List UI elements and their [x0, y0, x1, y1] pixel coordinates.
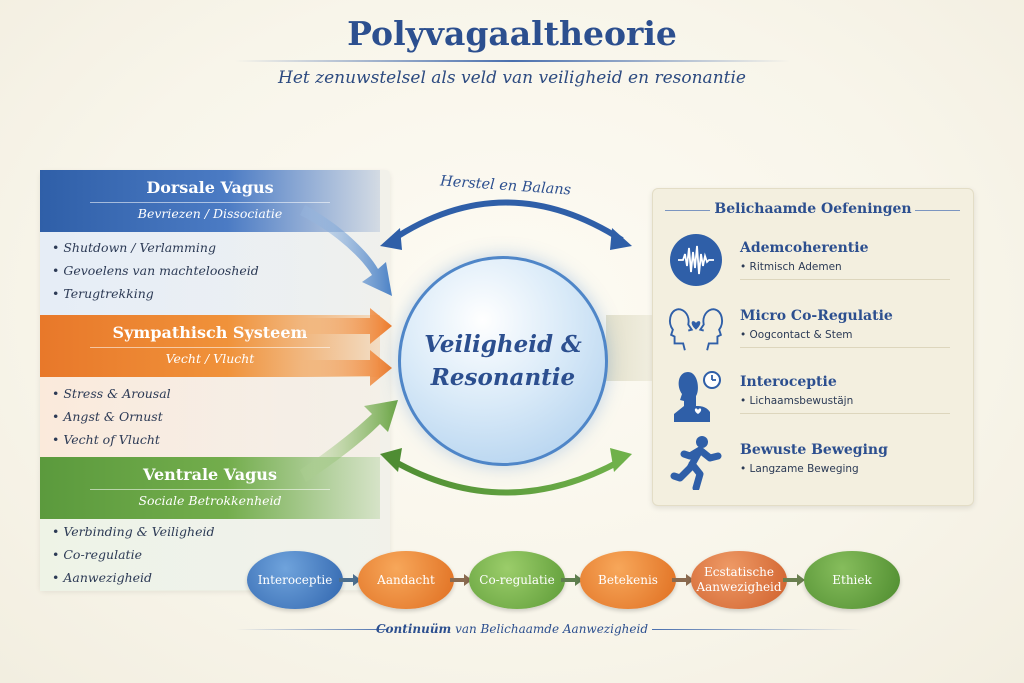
exercise-name: Bewuste Beweging — [740, 442, 888, 458]
continuum-node: Aandacht — [358, 551, 454, 609]
page-subtitle: Het zenuwstelsel als veld van veiligheid… — [278, 68, 746, 88]
list-item: • Aanwezigheid — [52, 570, 153, 585]
exercise-desc: • Langzame Beweging — [740, 463, 859, 475]
panel-connector — [606, 315, 654, 381]
list-item: • Vecht of Vlucht — [52, 432, 160, 447]
balance-arc-top-right-head — [610, 228, 632, 250]
continuum-node: Interoceptie — [247, 551, 343, 609]
dorsal-vagus-header: Dorsale Vagus Bevriezen / Dissociatie — [40, 170, 380, 232]
ventral-vagus-subtitle: Sociale Betrokkenheid — [90, 489, 330, 508]
ventral-arrow — [300, 400, 398, 482]
continuum-node: Ethiek — [804, 551, 900, 609]
sympathetic-system-list: • Stress & Arousal • Angst & Ornust • Ve… — [52, 382, 342, 458]
walking-person-icon — [670, 436, 722, 490]
list-item: • Shutdown / Verlamming — [52, 240, 216, 255]
balance-arc-top — [390, 199, 624, 243]
exercises-title: Belichaamde Oefeningen — [714, 201, 912, 217]
exercise-divider — [740, 413, 950, 414]
center-label: Veiligheid &Resonantie — [424, 331, 582, 391]
exercises-title-rule-right — [915, 210, 960, 211]
exercise-divider — [740, 347, 950, 348]
ventral-vagus-list: • Verbinding & Veiligheid • Co-regulatie… — [52, 520, 215, 589]
exercise-item: Ademcoherentie • Ritmisch Ademen — [666, 232, 966, 292]
continuum-label: Continuüm van Belichaamde Aanwezigheid — [376, 622, 648, 636]
dorsal-section-bg — [40, 232, 380, 315]
list-item: • Angst & Ornust — [52, 409, 163, 424]
sympathetic-system-subtitle: Vecht / Vlucht — [90, 347, 330, 366]
exercise-item: Bewuste Beweging • Langzame Beweging — [666, 434, 966, 494]
exercise-name: Interoceptie — [740, 374, 837, 390]
balance-arc-top-left-head — [380, 228, 402, 250]
two-faces-heart-icon — [669, 308, 723, 351]
continuum-node: Betekenis — [580, 551, 676, 609]
list-item: • Verbinding & Veiligheid — [52, 524, 215, 539]
breath-wave-icon — [670, 234, 722, 286]
dorsal-vagus-subtitle: Bevriezen / Dissociatie — [90, 202, 330, 221]
dorsal-vagus-title: Dorsale Vagus — [146, 178, 274, 197]
continuum-arrow-icon — [783, 574, 805, 586]
ventral-vagus-title: Ventrale Vagus — [143, 465, 277, 484]
title-divider — [235, 60, 790, 62]
continuum-arrow-icon — [561, 574, 583, 586]
continuum-arrow-icon — [450, 574, 472, 586]
continuum-arrow-icon — [339, 574, 361, 586]
safety-resonance-circle: Veiligheid &Resonantie — [398, 256, 608, 466]
exercises-title-rule-left — [665, 210, 710, 211]
sympathetic-system-title: Sympathisch Systeem — [112, 323, 308, 342]
exercise-item: Interoceptie • Lichaamsbewustäjn — [666, 366, 966, 426]
continuum-rule-right — [652, 629, 862, 630]
continuum-rule-left — [236, 629, 386, 630]
page-title: Polyvagaaltheorie — [347, 14, 677, 53]
continuum-arrow-icon — [672, 574, 694, 586]
exercise-item: Micro Co-Regulatie • Oogcontact & Stem — [666, 300, 966, 360]
continuum-node: Ecstatische Aanwezigheid — [691, 551, 787, 609]
continuum-node: Co-regulatie — [469, 551, 565, 609]
balance-arc-bottom — [390, 457, 624, 496]
sympathetic-section-bg — [40, 377, 380, 457]
dorsal-arrow — [300, 205, 392, 296]
sympathetic-arrow-2 — [300, 350, 392, 386]
balance-arc-bottom-right-head — [610, 448, 632, 472]
exercise-desc: • Oogcontact & Stem — [740, 329, 853, 341]
list-item: • Stress & Arousal — [52, 386, 171, 401]
body-awareness-icon — [674, 371, 721, 422]
exercise-desc: • Ritmisch Ademen — [740, 261, 842, 273]
list-item: • Gevoelens van machteloosheid — [52, 263, 259, 278]
exercise-divider — [740, 279, 950, 280]
exercise-name: Ademcoherentie — [740, 240, 869, 256]
sympathetic-arrow-1 — [300, 308, 392, 344]
exercise-desc: • Lichaamsbewustäjn — [740, 395, 854, 407]
exercise-name: Micro Co-Regulatie — [740, 308, 893, 324]
list-item: • Terugtrekking — [52, 286, 154, 301]
list-item: • Co-regulatie — [52, 547, 142, 562]
balance-arc-bottom-left-head — [380, 448, 402, 472]
dorsal-vagus-list: • Shutdown / Verlamming • Gevoelens van … — [52, 236, 259, 305]
